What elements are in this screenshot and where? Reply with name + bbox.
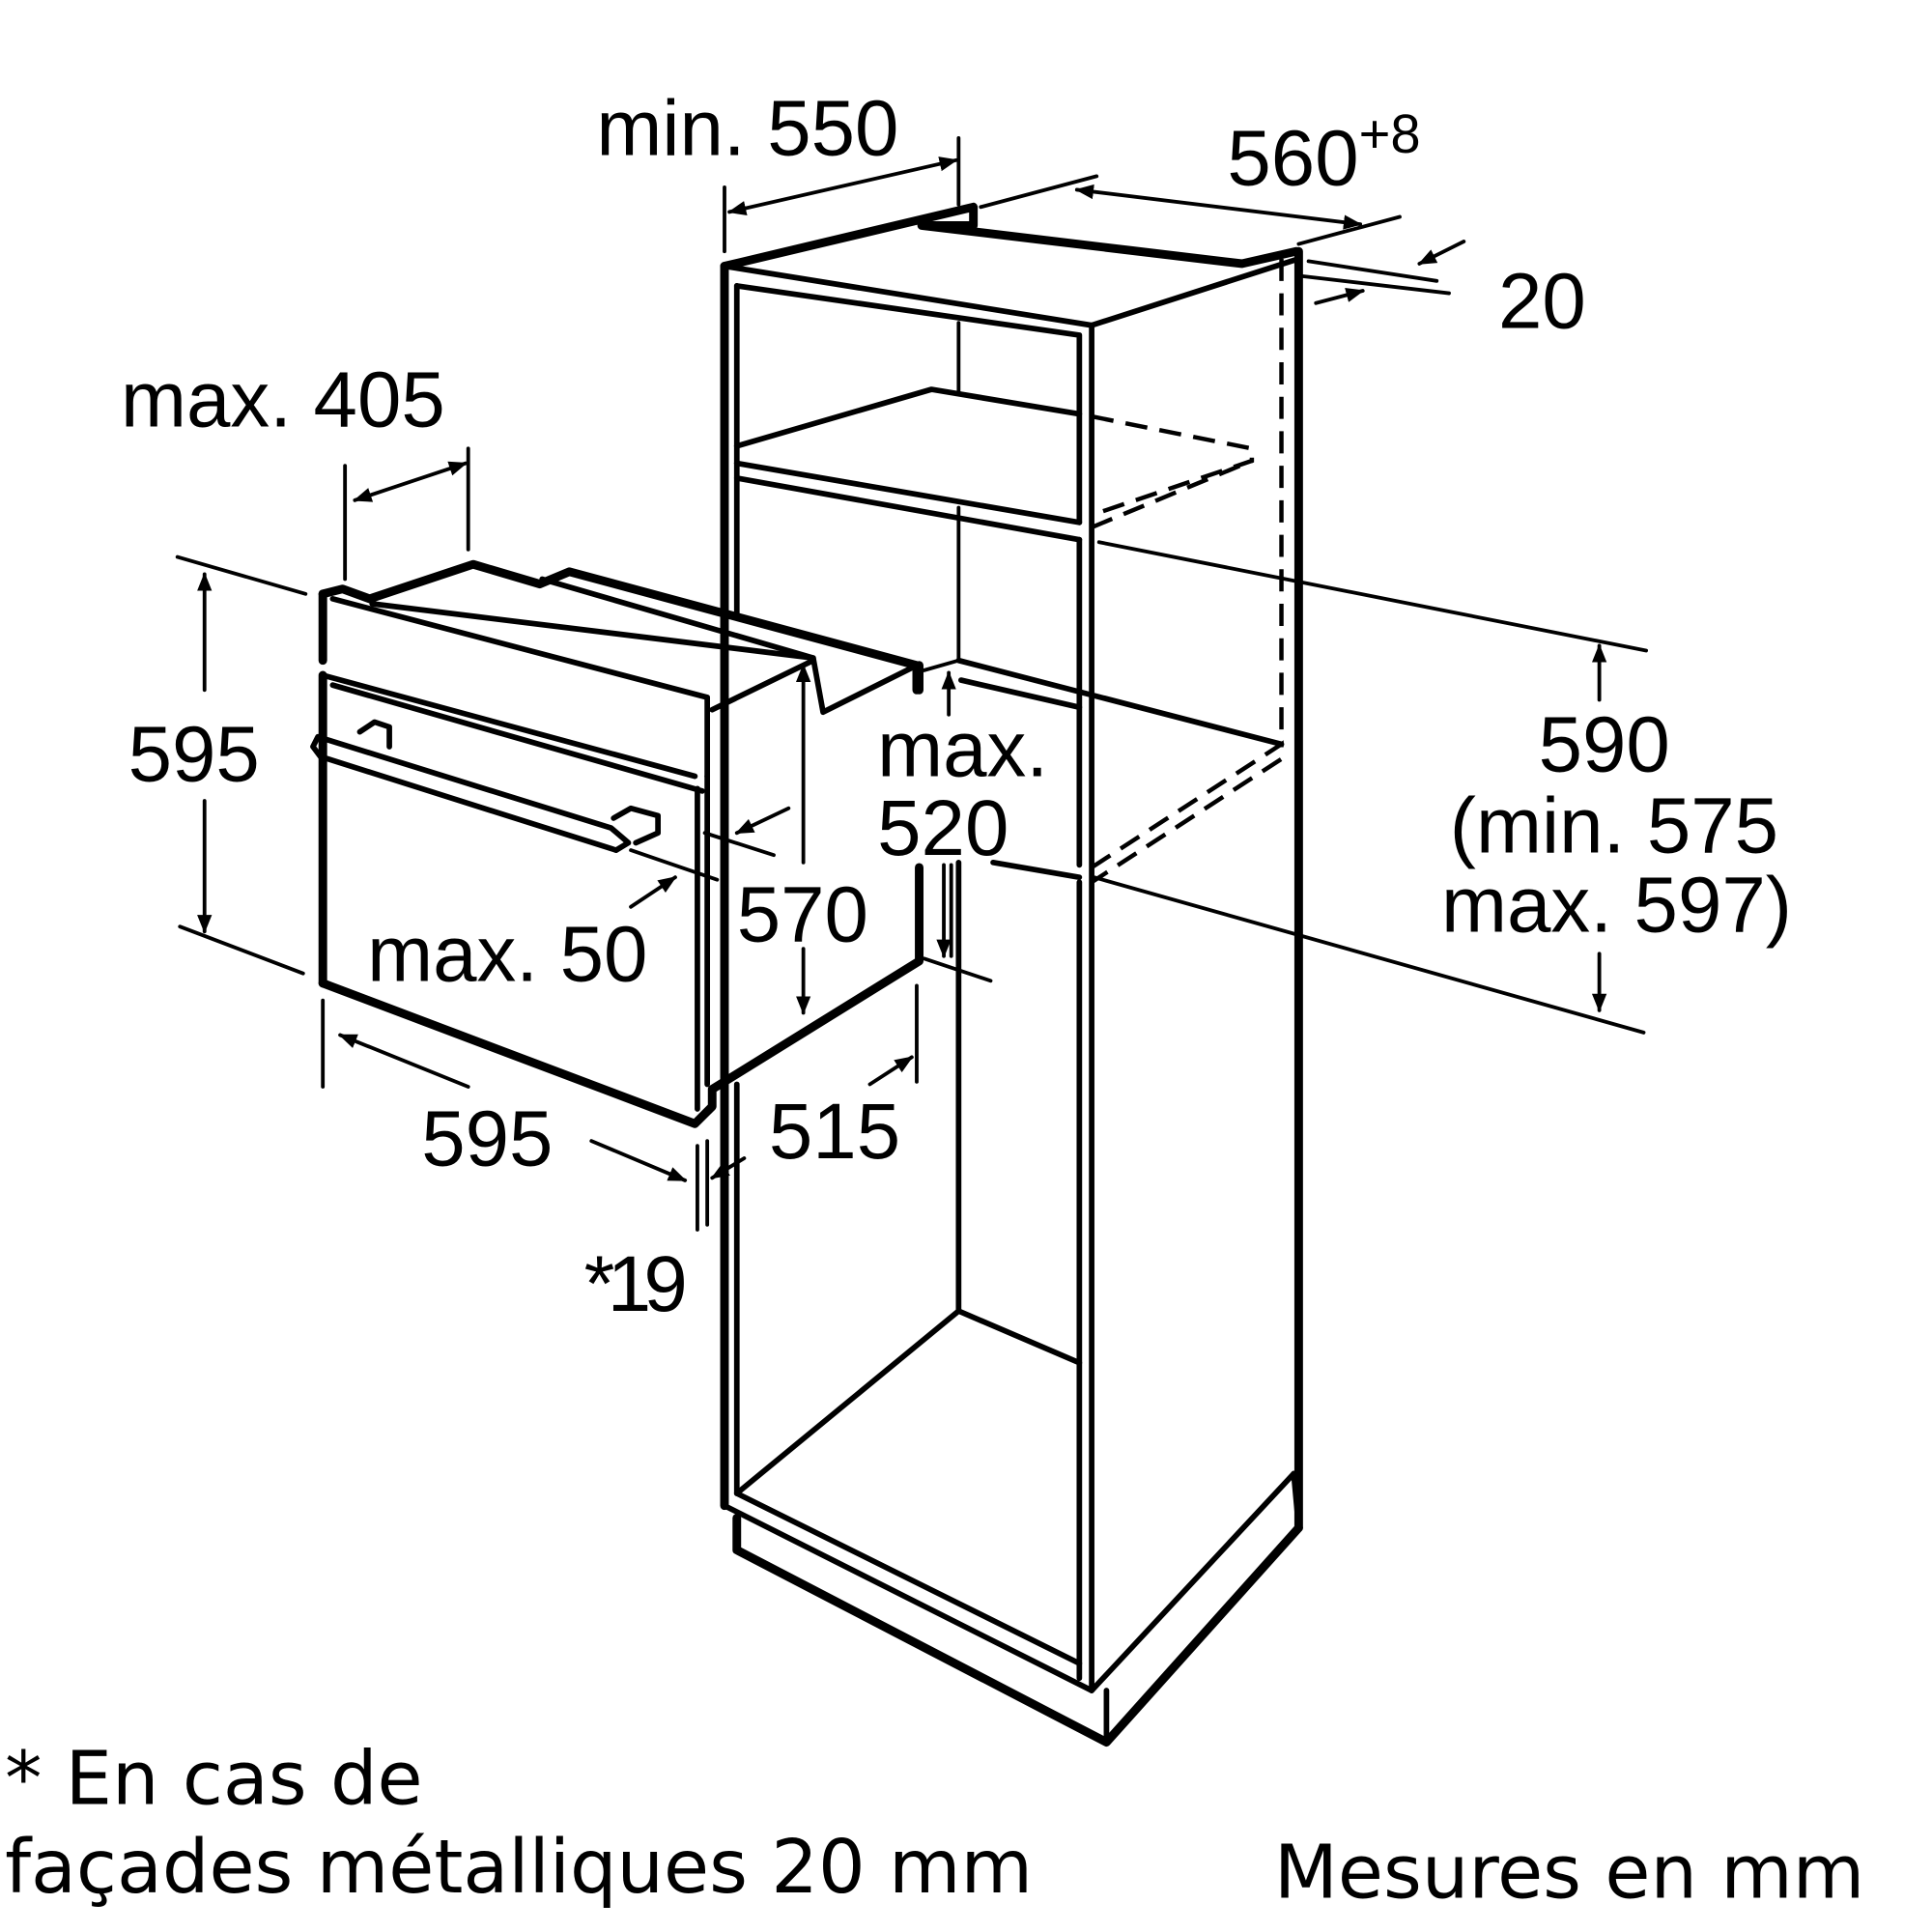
label-rail-height-max-1: max. [877, 706, 1048, 794]
dimension-lines [175, 135, 1648, 1232]
label-oven-depth: 515 [769, 1088, 900, 1176]
label-oven-width: 595 [421, 1095, 553, 1183]
footnote-line-2: façades métalliques 20 mm [5, 1825, 1033, 1911]
label-back-gap: 20 [1498, 257, 1586, 345]
dimension-labels: min. 550 560+8 20 590 (min. 575 max. 597… [5, 85, 1864, 1917]
label-front-thickness: *19 [584, 1240, 685, 1328]
units-note: Mesures en mm [1274, 1830, 1864, 1916]
label-inner-width: 560+8 [1227, 103, 1420, 202]
label-depth-min: min. 550 [596, 85, 898, 173]
label-handle-projection: max. 50 [367, 910, 647, 998]
cabinet [720, 202, 1303, 1747]
oven [310, 559, 923, 1128]
label-niche-height-min: (min. 575 [1450, 782, 1778, 870]
label-niche-height: 590 [1539, 700, 1670, 788]
label-oven-height: 595 [128, 711, 260, 799]
label-niche-height-max: max. 597) [1441, 861, 1792, 949]
label-body-height: 570 [737, 870, 868, 958]
footnote-line-1: * En cas de [5, 1736, 423, 1822]
label-rail-height-max-2: 520 [877, 784, 1009, 872]
label-top-depth-max: max. 405 [121, 355, 445, 443]
